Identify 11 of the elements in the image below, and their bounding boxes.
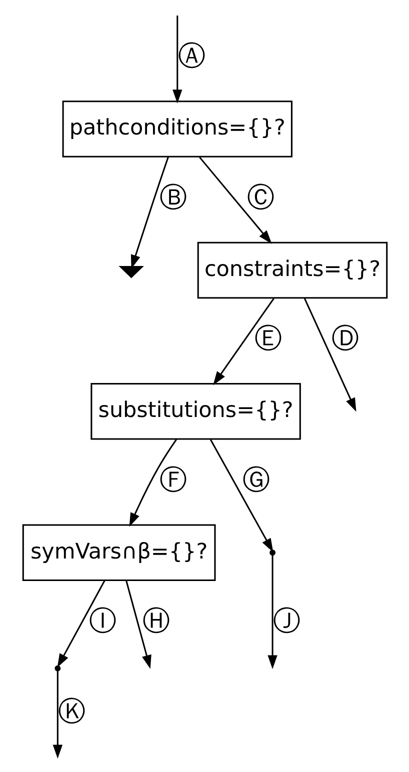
edge-label: Ⓑ xyxy=(159,180,188,214)
edge-label: Ⓙ xyxy=(272,604,301,637)
edge-label: Ⓚ xyxy=(58,694,86,728)
edge-label: Ⓐ xyxy=(177,39,206,72)
edge-label: Ⓒ xyxy=(246,180,275,214)
edge-label: Ⓕ xyxy=(159,462,188,496)
edge-label: Ⓘ xyxy=(88,604,116,637)
edge-label: Ⓔ xyxy=(254,322,282,355)
edge-label: Ⓗ xyxy=(142,604,170,637)
edge-label: Ⓓ xyxy=(330,322,359,355)
edge-label: Ⓖ xyxy=(242,462,270,496)
